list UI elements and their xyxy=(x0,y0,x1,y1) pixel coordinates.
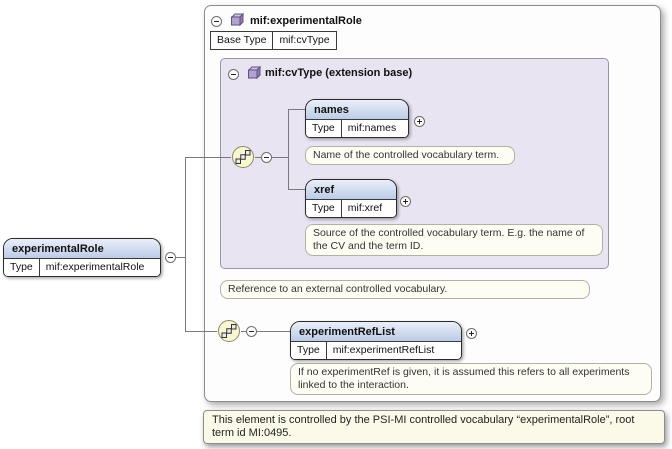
type-label: Type xyxy=(291,342,327,359)
type-label: Type xyxy=(4,259,40,276)
collapse-icon[interactable] xyxy=(261,152,272,163)
base-type-table: Base Type mif:cvType xyxy=(210,31,337,50)
type-value: mif:xref xyxy=(347,202,383,214)
type-value: mif:experimentalRole xyxy=(45,261,145,273)
connector-line xyxy=(186,157,231,158)
complex-type-icon xyxy=(229,12,245,27)
expand-icon[interactable] xyxy=(414,116,425,127)
footnote: This element is controlled by the PSI-MI… xyxy=(203,410,665,444)
connector-line xyxy=(289,189,305,190)
element-name-label[interactable]: names xyxy=(306,100,408,120)
collapse-icon[interactable] xyxy=(246,326,257,337)
expand-icon[interactable] xyxy=(400,196,411,207)
element-name-label[interactable]: experimentRefList xyxy=(291,322,461,342)
complex-type-title: mif:experimentalRole xyxy=(250,15,362,27)
connector-line xyxy=(272,157,289,158)
connector-line xyxy=(241,331,246,332)
connector-line xyxy=(176,257,185,258)
base-type-label: Base Type xyxy=(211,32,274,49)
complex-type-icon xyxy=(246,65,262,80)
extension-base-title: mif:cvType (extension base) xyxy=(265,67,413,79)
collapse-icon[interactable] xyxy=(228,69,239,80)
annotation-xref: Source of the controlled vocabulary term… xyxy=(305,224,603,256)
element-experimentreflist[interactable]: experimentRefList Type mif:experimentRef… xyxy=(290,321,462,360)
connector-line xyxy=(185,157,186,332)
connector-line xyxy=(255,157,261,158)
connector-line xyxy=(257,331,290,332)
annotation-names: Name of the controlled vocabulary term. xyxy=(305,146,515,165)
connector-line xyxy=(186,331,217,332)
element-name-label[interactable]: experimentalRole xyxy=(4,239,160,259)
annotation-cvtype: Reference to an external controlled voca… xyxy=(220,280,590,299)
sequence-icon[interactable] xyxy=(217,319,241,343)
collapse-icon[interactable] xyxy=(165,252,176,263)
type-value: mif:experimentRefList xyxy=(332,344,435,356)
collapse-icon[interactable] xyxy=(211,16,222,27)
type-value: mif:names xyxy=(347,122,397,134)
type-label: Type xyxy=(306,200,342,217)
base-type-value: mif:cvType xyxy=(279,34,330,46)
connector-line xyxy=(289,109,305,110)
element-name-label[interactable]: xref xyxy=(306,180,396,200)
annotation-experimentreflist: If no experimentRef is given, it is assu… xyxy=(290,363,652,395)
expand-icon[interactable] xyxy=(466,328,477,339)
element-xref[interactable]: xref Type mif:xref xyxy=(305,179,397,218)
type-label: Type xyxy=(306,120,342,137)
element-names[interactable]: names Type mif:names xyxy=(305,99,409,138)
element-experimentalrole[interactable]: experimentalRole Type mif:experimentalRo… xyxy=(3,238,161,277)
sequence-icon[interactable] xyxy=(231,145,255,169)
connector-line xyxy=(288,109,289,190)
